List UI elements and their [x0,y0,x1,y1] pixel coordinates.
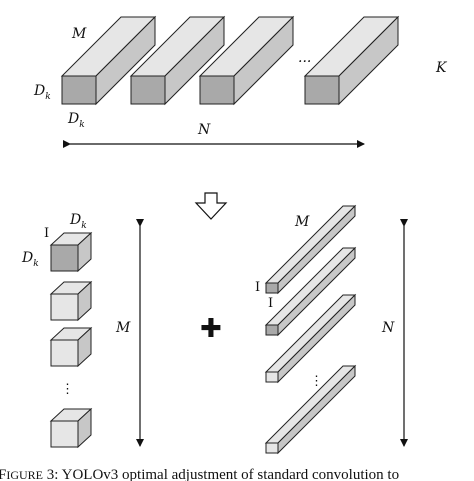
label-dk-depthwise-left: Dk [21,250,39,269]
label-m-top: M [71,26,87,42]
pointwise-rod-2 [264,246,357,337]
standard-kernel-4 [303,15,400,106]
label-m-middle: M [115,320,131,336]
down-arrow-icon [194,192,228,220]
depthwise-cube-3 [49,326,93,368]
standard-kernels [60,15,400,106]
pointwise-rod-1 [264,204,357,295]
label-i-pointwise-1: I [255,280,260,295]
ellipsis-top: ... [298,50,311,66]
label-k: K [435,60,448,76]
depthwise-cube-2 [49,280,93,322]
standard-kernel-3 [198,15,295,106]
depthwise-cubes [49,231,93,449]
figure-caption: FIGURE 3: YOLOv3 optimal adjustment of s… [0,467,399,481]
label-n-right: N [381,320,395,336]
plus-icon: ✚ [200,314,222,344]
ellipsis-pointwise: ⋮ [310,374,323,389]
label-n-top: N [197,122,211,138]
label-dk-left-top: Dk [33,83,51,102]
pointwise-rod-3 [264,293,357,384]
pointwise-rods [264,204,357,455]
label-i-pointwise-2: I [268,296,273,311]
ellipsis-depthwise: ⋮ [61,382,74,397]
depthwise-cube-4 [49,407,93,449]
label-dk-bottom-top: Dk [67,111,85,130]
standard-kernel-1 [60,15,157,106]
depthwise-cube-1 [49,231,93,273]
label-m-pointwise: M [294,214,310,230]
label-dk-depthwise-top: Dk [69,212,87,231]
pointwise-rod-4 [264,364,357,455]
label-i-depthwise: I [44,226,49,241]
standard-kernel-2 [129,15,226,106]
